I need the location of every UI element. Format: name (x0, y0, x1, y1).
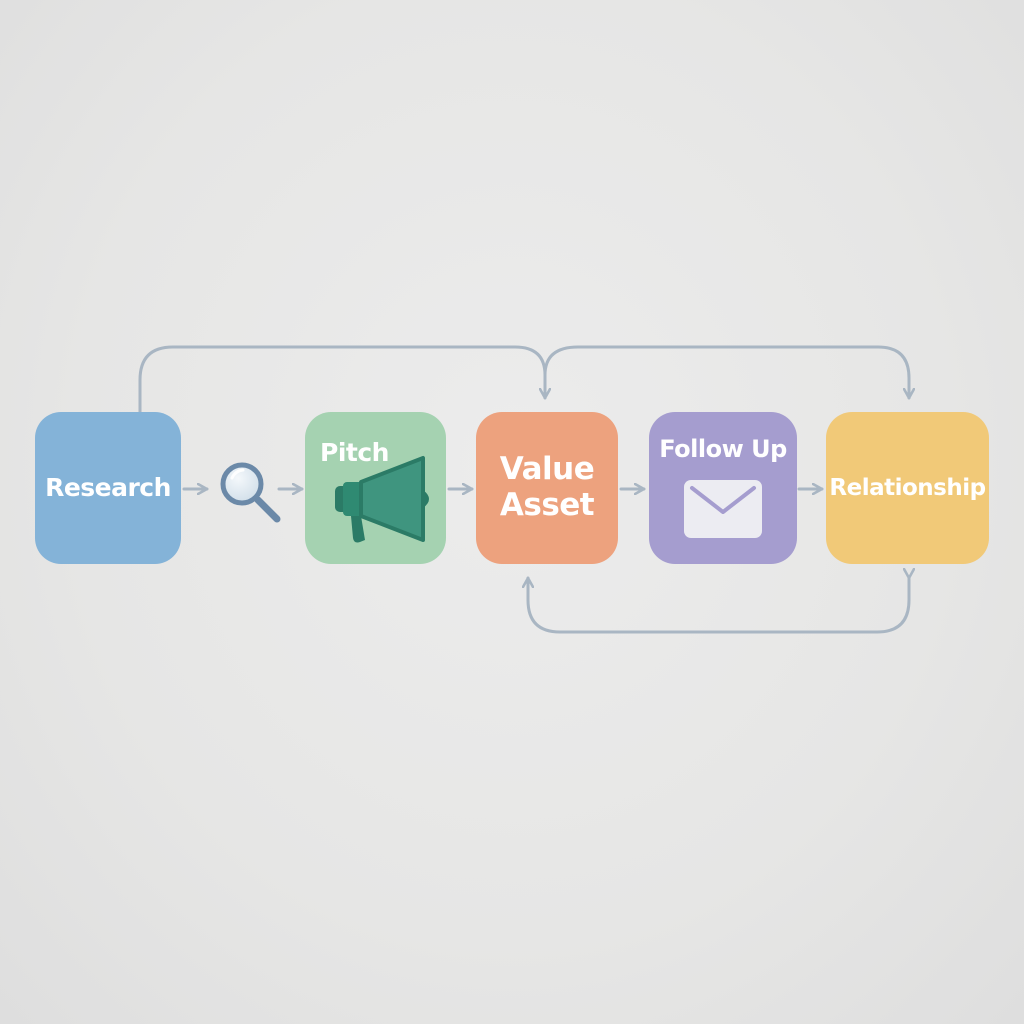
node-follow-up: Follow Up (649, 412, 797, 564)
connector-relationship-to-value-asset (528, 578, 909, 634)
node-follow-up-label: Follow Up (659, 435, 787, 463)
node-relationship-label: Relationship (829, 474, 986, 501)
megaphone-icon (335, 456, 429, 543)
node-relationship: Relationship (826, 412, 989, 564)
connector-research-to-value-asset (138, 345, 545, 414)
connector-value-asset-to-relationship (543, 345, 909, 400)
node-value-asset-label: Value Asset (499, 451, 595, 523)
node-pitch-label: Pitch (320, 438, 389, 467)
node-pitch: Pitch (305, 412, 446, 564)
magnifier-icon (220, 462, 281, 523)
envelope-icon (684, 480, 762, 538)
node-research: Research (35, 412, 181, 564)
node-research-label: Research (45, 472, 171, 502)
node-value-asset: Value Asset (476, 412, 618, 564)
